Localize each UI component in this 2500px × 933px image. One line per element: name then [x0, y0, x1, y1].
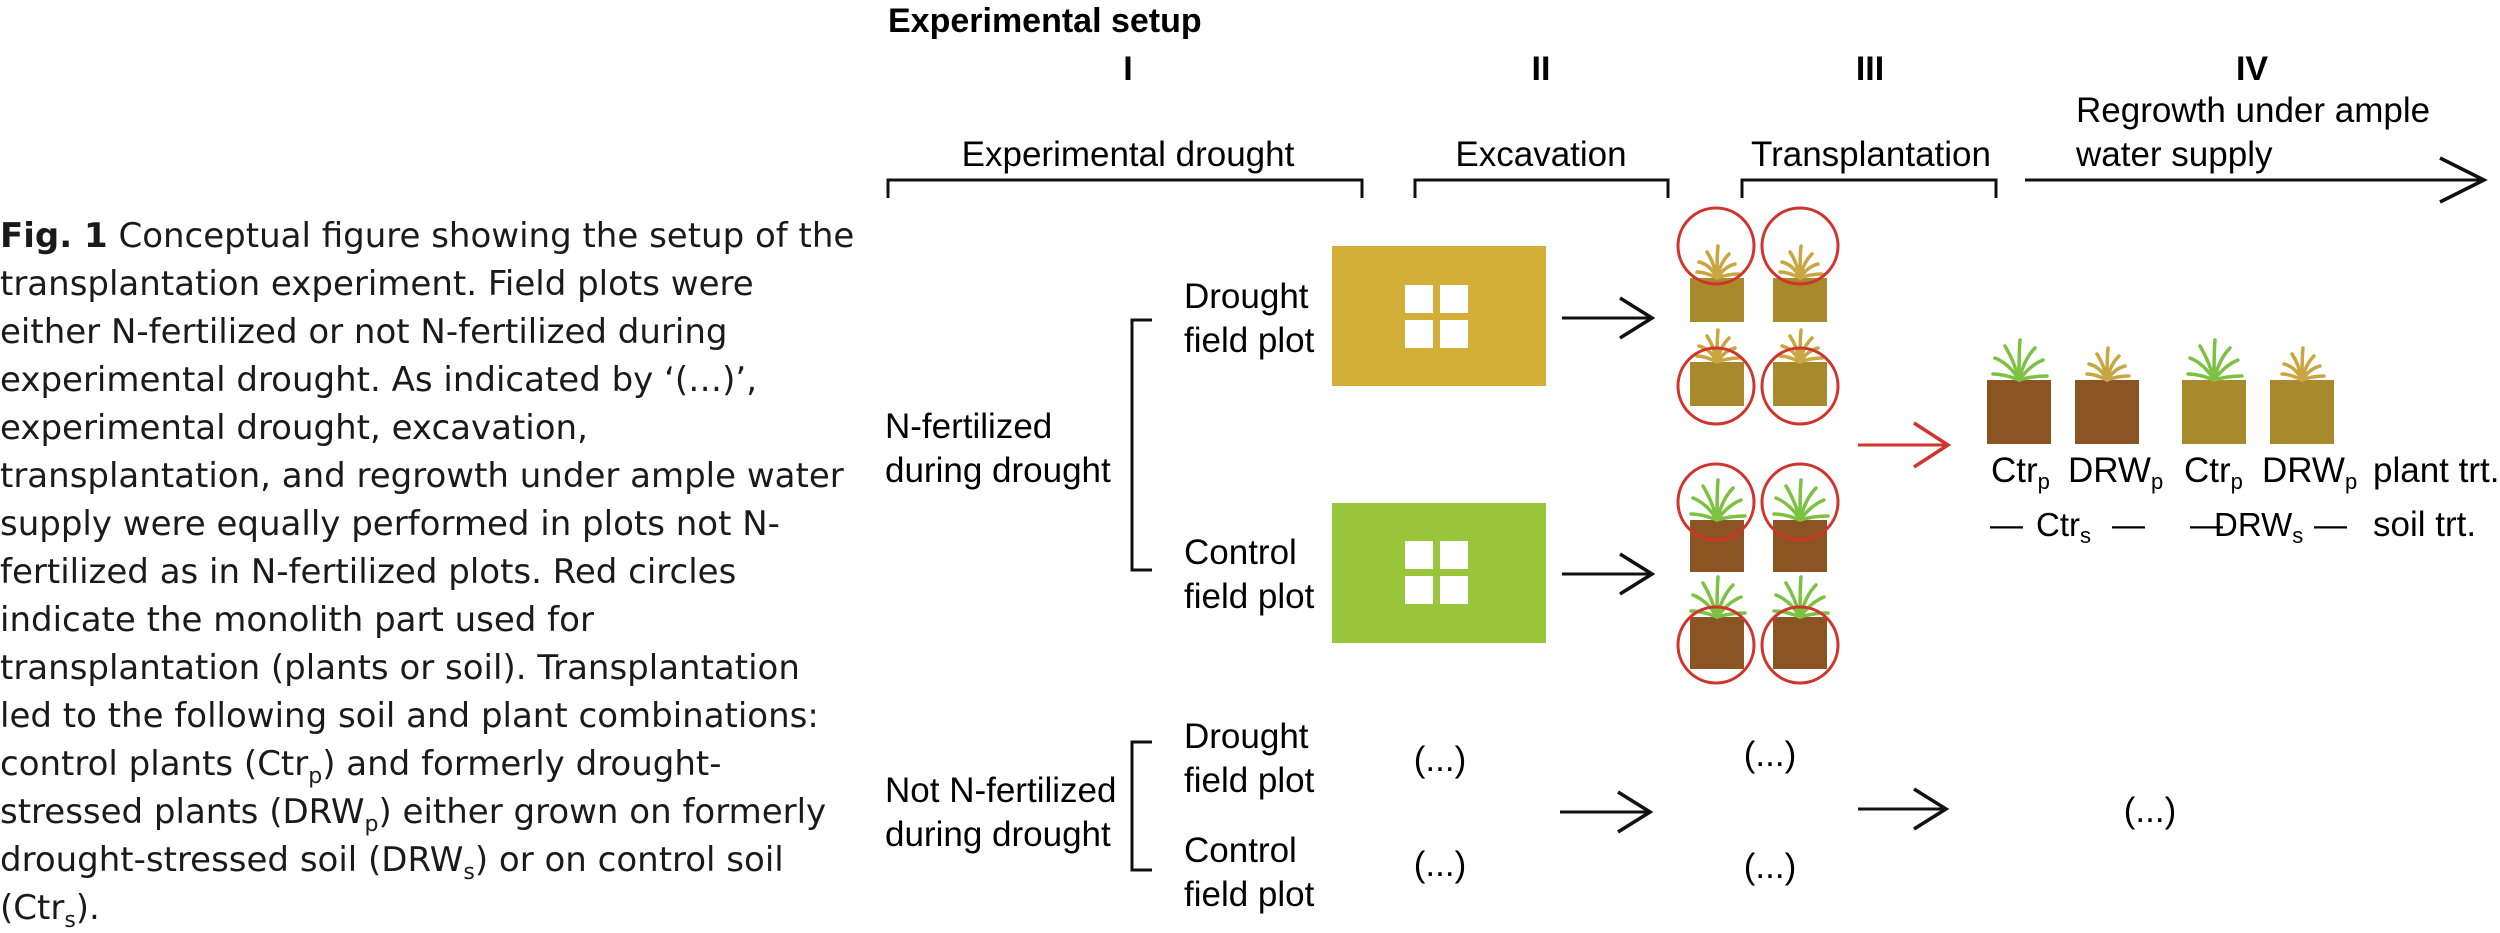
soil-dash-ctr-left: — — [1990, 506, 2023, 543]
selection-circles-drought — [1676, 206, 1840, 426]
result-label-ctr-p-1: Ctrp — [1991, 451, 2050, 494]
control-monoliths — [1676, 462, 1840, 685]
caption-subscript: p — [364, 811, 379, 837]
arrow-not-fert-excavation — [1560, 790, 1654, 834]
soil-dash-ctr-right: — — [2112, 506, 2145, 543]
caption-text: ) either grown on formerly drought-stres… — [0, 792, 827, 880]
caption-text: ) or on control soil (Ctr — [0, 840, 784, 928]
caption-subscript: s — [64, 907, 76, 933]
not-n-fertilized-bracket — [1130, 740, 1152, 872]
plot-label-drought-3: Drought — [1184, 717, 1309, 756]
ellipsis-transplant-drought: (...) — [1744, 735, 1796, 774]
phase-label-transplantation: Transplantation — [1751, 135, 1991, 174]
arrow-excavation-control — [1562, 552, 1656, 596]
phase-label-regrowth-1: Regrowth under ample — [2076, 91, 2430, 130]
group-n-fertilized-2: during drought — [885, 451, 1111, 490]
arrow-excavation-drought — [1562, 296, 1656, 340]
result-pots — [1987, 338, 2334, 444]
phase-numeral-2: II — [1532, 50, 1551, 88]
phase-numeral-4: IV — [2236, 50, 2268, 88]
ellipsis-transplant-control: (...) — [1744, 847, 1796, 886]
plot-label-drought-1: Drought — [1184, 277, 1309, 316]
ellipsis-excavation-control: (...) — [1414, 845, 1466, 884]
ellipsis-excavation-drought: (...) — [1414, 740, 1466, 779]
soil-dash-drw-right: — — [2314, 506, 2347, 543]
result-label-drw-p-2: DRWp — [2262, 451, 2357, 494]
caption-subscript: s — [463, 859, 475, 885]
caption-subscript: p — [308, 763, 323, 789]
ellipsis-regrowth: (...) — [2124, 791, 2176, 830]
phase-numeral-3: III — [1856, 50, 1884, 88]
plot-label-control-3: Control — [1184, 831, 1297, 870]
figure-caption: Fig. 1 Conceptual figure showing the set… — [0, 212, 860, 932]
phase-4-arrow — [2025, 156, 2488, 204]
group-n-fertilized-1: N-fertilized — [885, 407, 1052, 446]
arrow-not-fert-transplant — [1858, 787, 1950, 831]
plot-label-drought-2: field plot — [1184, 321, 1315, 360]
caption-text: ) and formerly drought-stressed plants (… — [0, 744, 722, 832]
arrow-transplant-red — [1858, 421, 1952, 469]
caption-text: Conceptual figure showing the setup of t… — [0, 216, 855, 784]
soil-label-drw-s: DRWs — [2214, 506, 2303, 548]
phase-label-excavation: Excavation — [1455, 135, 1626, 174]
drought-monoliths — [1676, 206, 1840, 426]
soil-dash-drw-left: — — [2190, 506, 2223, 543]
plot-label-drought-4: field plot — [1184, 761, 1315, 800]
plot-label-control-2: field plot — [1184, 577, 1315, 616]
result-label-drw-p-1: DRWp — [2068, 451, 2163, 494]
group-not-n-fertilized-2: during drought — [885, 815, 1111, 854]
soil-treatment-label: soil trt. — [2373, 505, 2476, 544]
diagram-title: Experimental setup — [888, 2, 1202, 40]
plot-label-control-1: Control — [1184, 533, 1297, 572]
caption-text: ). — [75, 888, 100, 928]
result-label-ctr-p-2: Ctrp — [2184, 451, 2243, 494]
plant-treatment-label: plant trt. — [2373, 451, 2499, 490]
control-field-plot — [1332, 503, 1546, 643]
group-not-n-fertilized-1: Not N-fertilized — [885, 771, 1116, 810]
phase-label-drought: Experimental drought — [962, 135, 1295, 174]
soil-label-ctr-s: Ctrs — [2036, 506, 2091, 548]
selection-circles-control — [1676, 462, 1840, 685]
plot-label-control-4: field plot — [1184, 875, 1315, 914]
caption-lead: Fig. 1 — [0, 216, 108, 256]
phase-brackets — [886, 178, 1998, 198]
n-fertilized-bracket — [1130, 318, 1152, 572]
phase-label-regrowth-2: water supply — [2075, 135, 2273, 174]
phase-numeral-1: I — [1123, 50, 1132, 88]
drought-field-plot — [1332, 246, 1546, 386]
